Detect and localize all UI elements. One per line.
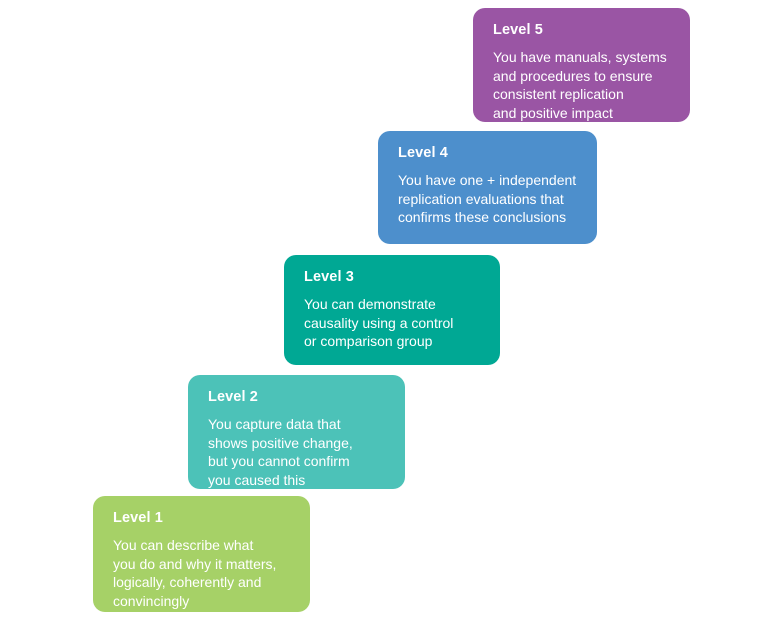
level-card-1: Level 1 You can describe what you do and… <box>93 496 310 612</box>
level-card-1-description: You can describe what you do and why it … <box>113 537 277 609</box>
level-card-5-description: You have manuals, systems and procedures… <box>493 49 667 121</box>
level-card-3: Level 3 You can demonstrate causality us… <box>284 255 500 365</box>
level-card-2: Level 2 You capture data that shows posi… <box>188 375 405 489</box>
level-card-5-title: Level 5 <box>493 22 543 38</box>
level-card-4-description: You have one + independent replication e… <box>398 172 577 226</box>
level-card-4-title: Level 4 <box>398 145 448 161</box>
level-card-2-title: Level 2 <box>208 389 258 405</box>
level-card-3-title: Level 3 <box>304 269 354 285</box>
level-card-2-description: You capture data that shows positive cha… <box>208 416 353 488</box>
level-card-4: Level 4 You have one + independent repli… <box>378 131 597 244</box>
level-card-5: Level 5 You have manuals, systems and pr… <box>473 8 690 122</box>
level-card-3-description: You can demonstrate causality using a co… <box>304 296 454 350</box>
level-card-1-title: Level 1 <box>113 510 163 526</box>
